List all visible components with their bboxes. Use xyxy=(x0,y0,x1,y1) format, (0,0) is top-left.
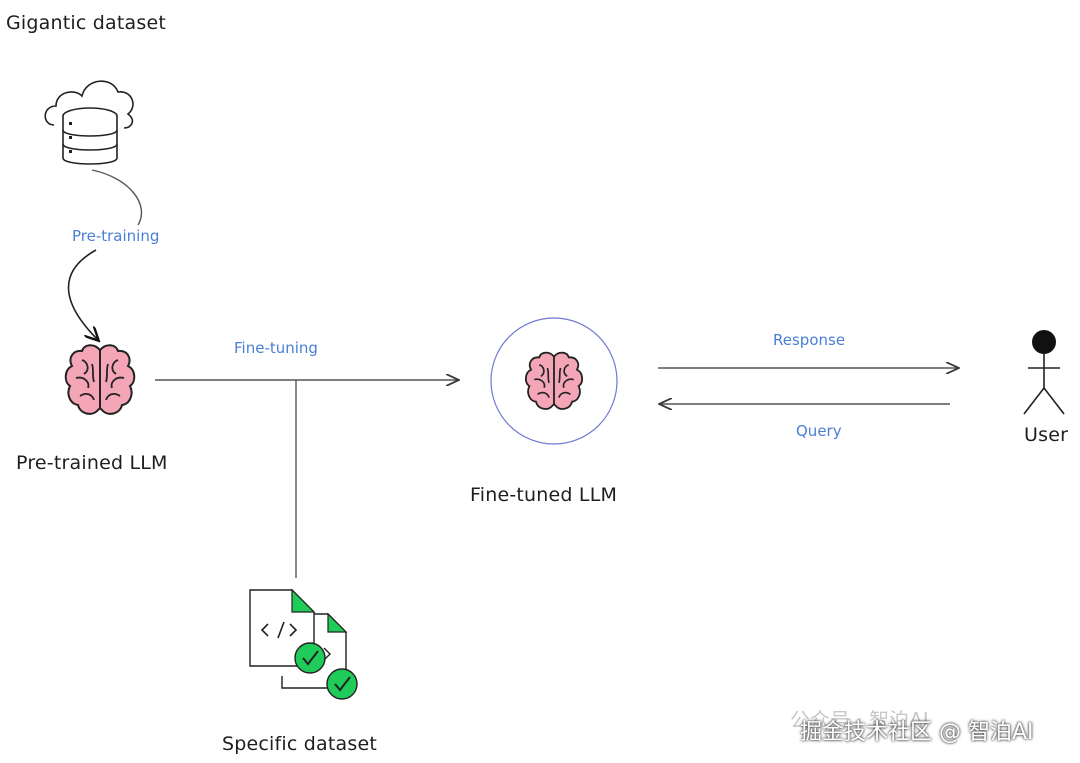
brain-icon xyxy=(524,351,584,410)
finetuned-llm-circle xyxy=(490,317,618,445)
response-label: Response xyxy=(773,331,846,349)
watermark-primary: 掘金技术社区 @ 智泊AI xyxy=(800,720,1034,745)
user-label: User xyxy=(1024,424,1069,446)
finetuning-label: Fine-tuning xyxy=(234,339,318,357)
code-document-icon xyxy=(249,588,358,700)
cloud-database-icon xyxy=(44,80,134,165)
pretrained-llm-label: Pre-trained LLM xyxy=(16,452,168,474)
query-label: Query xyxy=(796,422,842,440)
watermark-secondary: 公众号 · 智泊AI xyxy=(790,708,929,732)
user-icon xyxy=(1023,330,1065,415)
pretraining-connector xyxy=(91,169,143,226)
gigantic-dataset-label: Gigantic dataset xyxy=(6,12,166,34)
pretraining-arrow xyxy=(67,249,99,340)
specific-dataset-label: Specific dataset xyxy=(222,733,378,755)
pretraining-label: Pre-training xyxy=(72,227,160,245)
finetuned-llm-label: Fine-tuned LLM xyxy=(470,484,618,506)
brain-icon xyxy=(64,344,136,415)
